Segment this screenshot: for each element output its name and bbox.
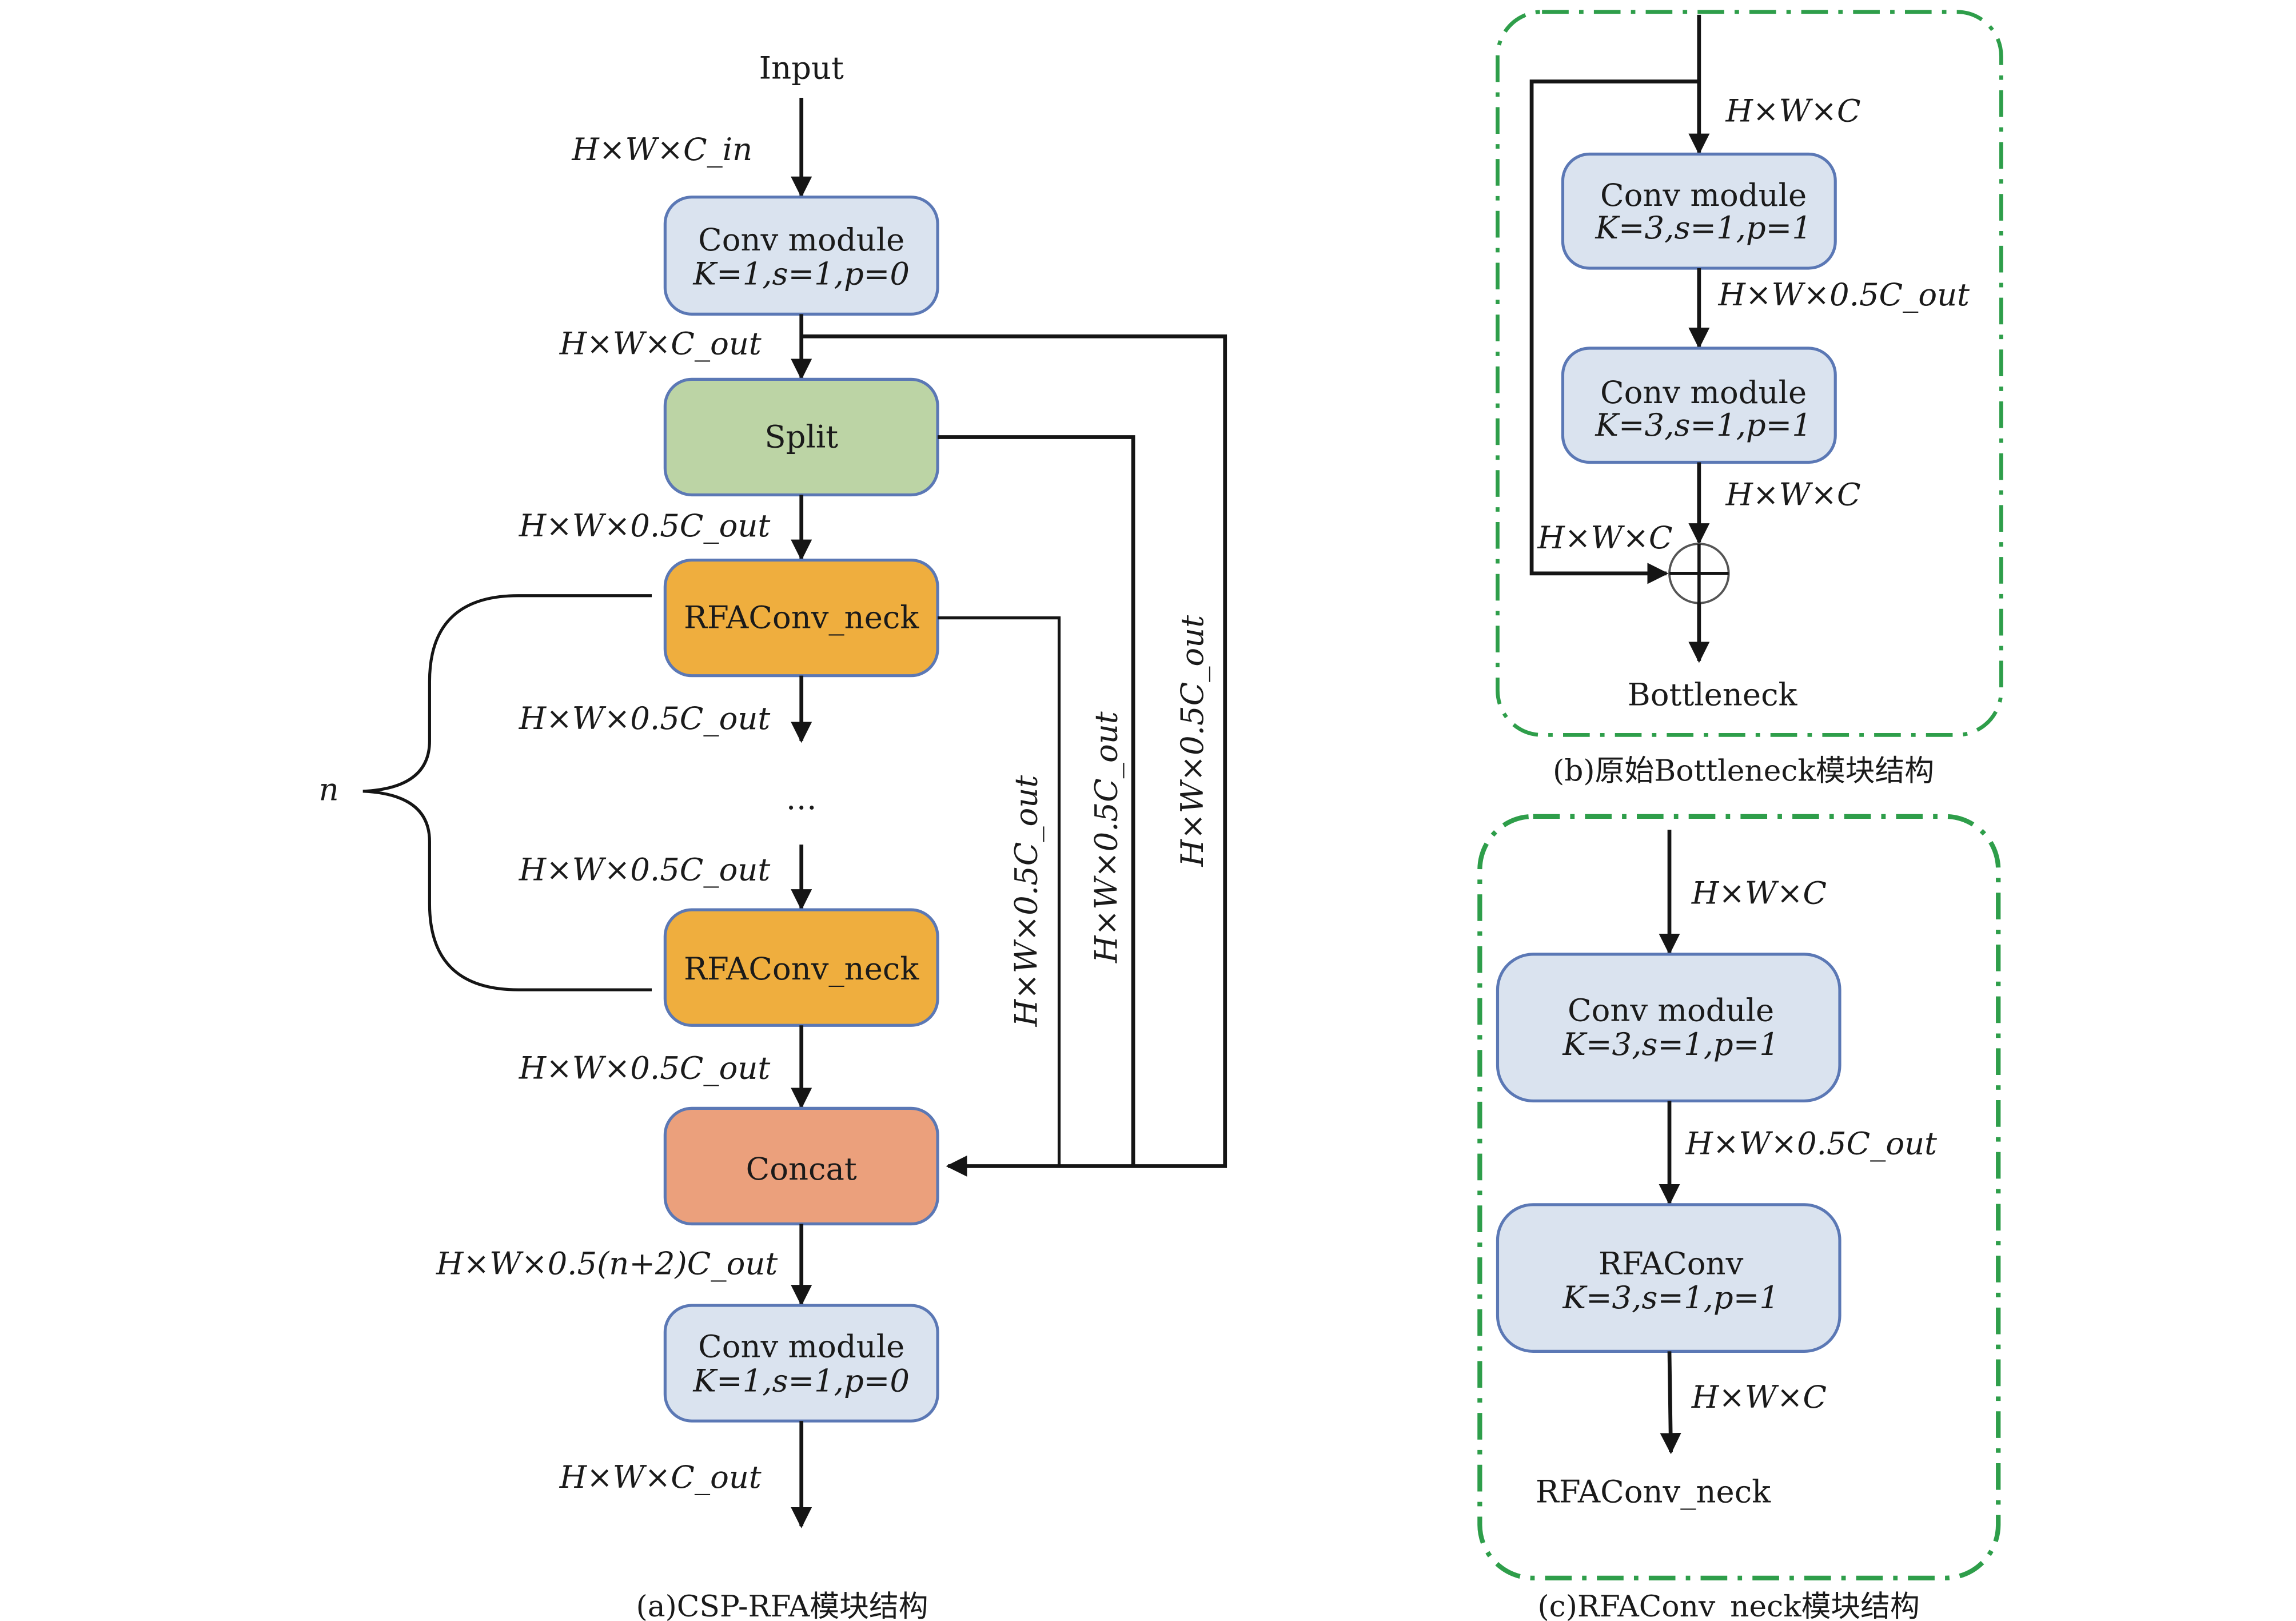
c-rfaconv-box[interactable] <box>1496 1203 1841 1353</box>
conv-module-1-params: K=1,s=1,p=0 <box>692 256 910 292</box>
edge-label-b-shortcut: H×W×C <box>1537 519 1672 556</box>
node-conv-module-1[interactable]: Conv module K=1,s=1,p=0 <box>663 196 939 316</box>
edge-label-c-input: H×W×C <box>1691 875 1827 911</box>
caption-c: (c)RFAConv_neck模块结构 <box>1537 1590 1919 1621</box>
b-conv-module-1-title: Conv module <box>1600 177 1807 213</box>
split-title: Split <box>764 419 838 455</box>
node-c-conv-module[interactable]: Conv module K=3,s=1,p=1 <box>1496 953 1841 1103</box>
panel-c-rfaconv-neck: H×W×C Conv module K=3,s=1,p=1 H×W×0.5C_o… <box>1477 814 2001 1621</box>
edge-label-b-mid: H×W×0.5C_out <box>1718 276 1970 313</box>
conv-module-2-title: Conv module <box>698 1328 904 1365</box>
edge-label-final-out: H×W×C_out <box>559 1459 762 1495</box>
node-rfaconv-neck-2[interactable]: RFAConv_neck <box>663 908 939 1027</box>
skip-line-split <box>938 435 1135 1166</box>
side-label-rfa1: H×W×0.5C_out <box>1008 775 1045 1027</box>
node-split[interactable]: Split <box>663 377 939 497</box>
edge-label-c-in: H×W×C_in <box>571 131 752 168</box>
panel-a-csp-rfa: Input H×W×C_in Conv module K=1,s=1,p=0 H… <box>319 49 1227 1621</box>
input-label: Input <box>759 49 844 86</box>
edge-label-concat-out: H×W×0.5(n+2)C_out <box>436 1245 778 1282</box>
caption-a: (a)CSP-RFA模块结构 <box>636 1590 928 1621</box>
node-b-conv-module-1[interactable]: Conv module K=3,s=1,p=1 <box>1561 152 1837 270</box>
c-conv-module-params: K=3,s=1,p=1 <box>1562 1026 1779 1062</box>
edge-label-split-out: H×W×0.5C_out <box>519 507 771 544</box>
panel-b-bottleneck: H×W×C Conv module K=3,s=1,p=1 H×W×0.5C_o… <box>1496 10 2003 788</box>
rfaconv-neck-2-title: RFAConv_neck <box>684 950 919 987</box>
node-b-conv-module-2[interactable]: Conv module K=3,s=1,p=1 <box>1561 346 1837 464</box>
edge-label-to-rfa2: H×W×0.5C_out <box>519 851 771 887</box>
edge-label-c-out: H×W×C <box>1691 1379 1827 1415</box>
c-rfaconv-title: RFAConv <box>1599 1245 1744 1282</box>
panel-c-frame <box>1477 814 2001 1580</box>
edge-label-rfa2-out: H×W×0.5C_out <box>519 1050 771 1086</box>
ellipsis: … <box>786 780 817 817</box>
node-concat[interactable]: Concat <box>663 1106 939 1226</box>
c-rfaconv-params: K=3,s=1,p=1 <box>1562 1279 1779 1316</box>
edge-label-c-mid: H×W×0.5C_out <box>1685 1125 1938 1162</box>
edge-label-c-out-1: H×W×C_out <box>559 325 762 361</box>
conv-module-1-title: Conv module <box>698 221 904 258</box>
caption-b: (b)原始Bottleneck模块结构 <box>1553 754 1934 788</box>
conv-module-2-params: K=1,s=1,p=0 <box>692 1362 910 1399</box>
node-conv-module-2[interactable]: Conv module K=1,s=1,p=0 <box>663 1304 939 1423</box>
add-operator-icon <box>1668 543 1730 604</box>
edge-label-b-input: H×W×C <box>1725 92 1860 129</box>
edge-label-rfa1-out: H×W×0.5C_out <box>519 700 771 736</box>
c-conv-module-title: Conv module <box>1568 991 1774 1028</box>
skip-line-conv1 <box>801 334 1227 1177</box>
panel-b-frame <box>1496 10 2003 737</box>
bottleneck-label: Bottleneck <box>1628 676 1798 713</box>
shortcut-line <box>1529 79 1699 584</box>
b-conv-module-2-params: K=3,s=1,p=1 <box>1595 407 1812 443</box>
concat-title: Concat <box>746 1150 857 1187</box>
side-label-conv1: H×W×0.5C_out <box>1174 615 1210 867</box>
skip-line-rfa1 <box>938 616 1061 1166</box>
node-c-rfaconv[interactable]: RFAConv K=3,s=1,p=1 <box>1496 1203 1841 1353</box>
b-conv-module-2-title: Conv module <box>1600 374 1807 411</box>
repeat-brace <box>362 594 652 991</box>
rfaconv-neck-1-title: RFAConv_neck <box>684 599 919 636</box>
arrow-c-out <box>1660 1351 1681 1455</box>
rfaconv-neck-output-label: RFAConv_neck <box>1536 1473 1771 1510</box>
b-conv-module-1-params: K=3,s=1,p=1 <box>1595 209 1812 246</box>
node-rfaconv-neck-1[interactable]: RFAConv_neck <box>663 558 939 678</box>
edge-label-b-conv2-out: H×W×C <box>1725 476 1860 513</box>
repeat-n-label: n <box>319 771 339 807</box>
side-label-split: H×W×0.5C_out <box>1088 711 1125 963</box>
